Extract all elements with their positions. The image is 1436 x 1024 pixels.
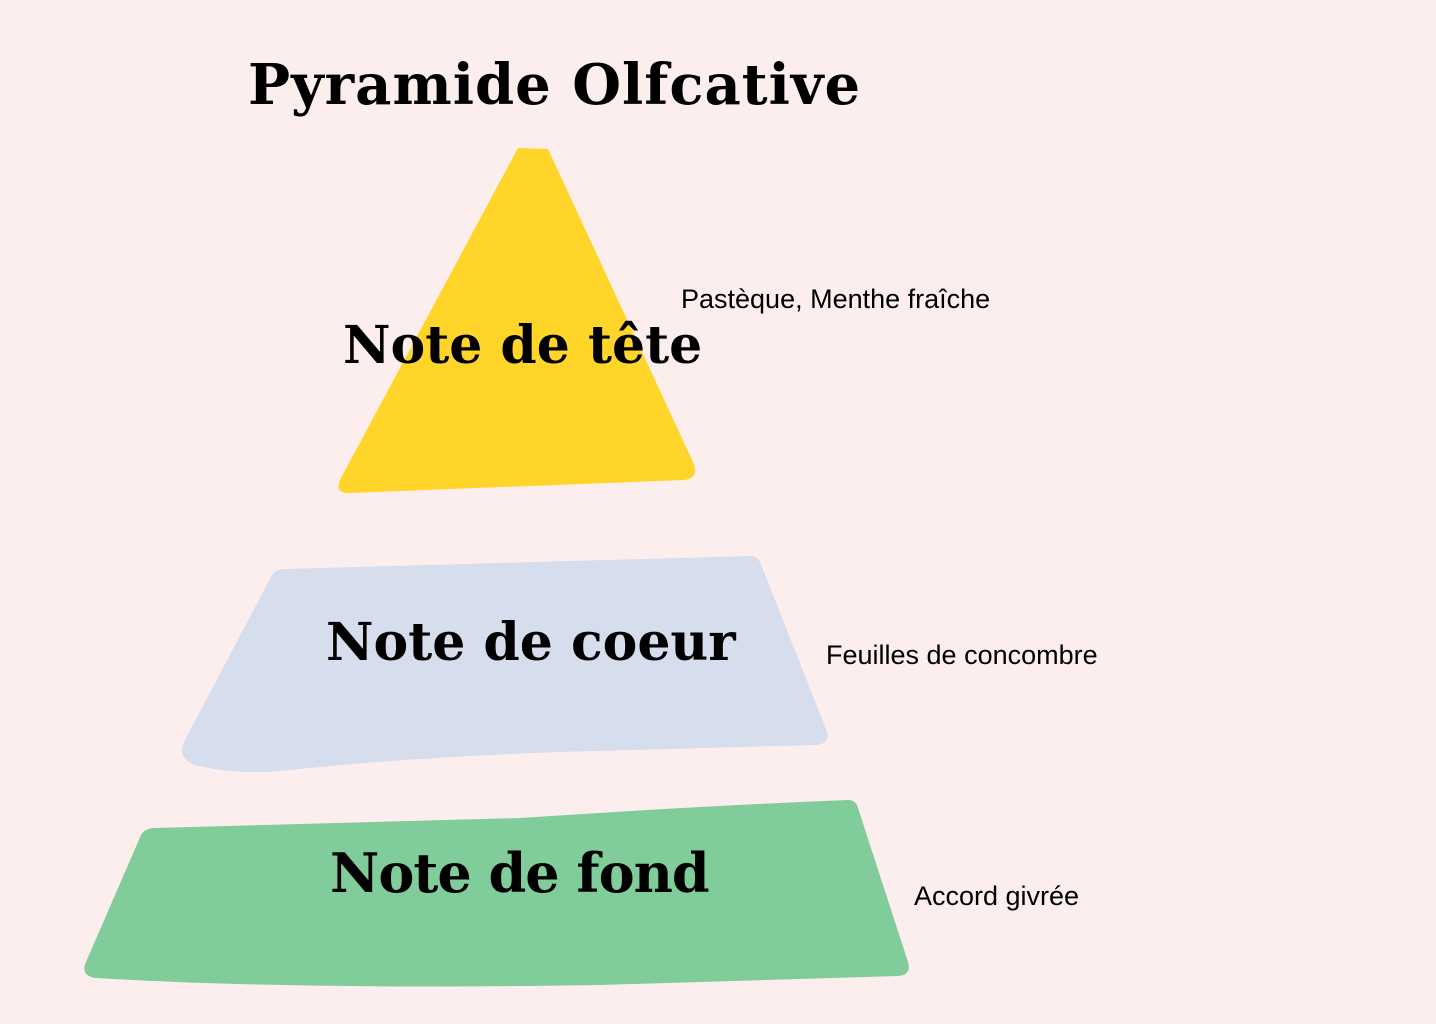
tier-head-ingredients: Pastèque, Menthe fraîche xyxy=(681,284,991,314)
tier-base-ingredients: Accord givrée xyxy=(914,881,1080,911)
tier-head-shape xyxy=(338,148,696,494)
tier-base-shape xyxy=(84,800,909,987)
tier-head-label: Note de tête xyxy=(343,315,703,376)
tier-heart-label: Note de coeur xyxy=(326,612,736,673)
tier-heart-ingredients: Feuilles de concombre xyxy=(826,640,1098,670)
page-title: Pyramide Olfcative xyxy=(248,52,862,118)
tier-heart-shape xyxy=(182,556,828,773)
tier-base-label: Note de fond xyxy=(330,841,710,905)
